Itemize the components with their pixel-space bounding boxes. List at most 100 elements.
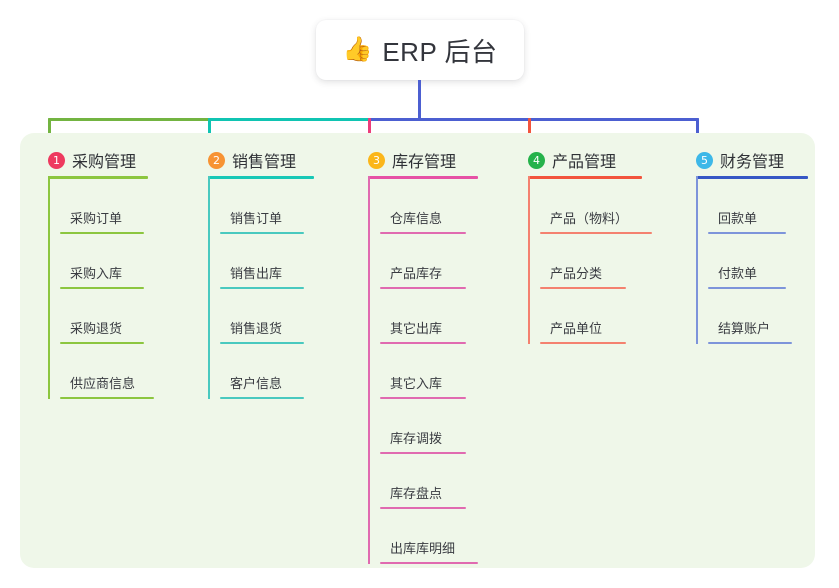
leaf-rule xyxy=(220,342,304,344)
leaf-node[interactable]: 付款单 xyxy=(708,253,796,289)
leaf-node[interactable]: 采购订单 xyxy=(60,198,154,234)
leaf-node[interactable]: 产品分类 xyxy=(540,253,636,289)
leaf-label: 结算账户 xyxy=(718,321,771,336)
leaf-node[interactable]: 销售订单 xyxy=(220,198,314,234)
leaf-node[interactable]: 产品单位 xyxy=(540,308,636,344)
leaf-label: 其它出库 xyxy=(390,321,443,336)
leaf-label: 仓库信息 xyxy=(390,211,443,226)
branch-number-badge: 4 xyxy=(528,151,545,169)
root-node[interactable]: 👍 ERP 后台 xyxy=(316,20,524,80)
bus-segment-4 xyxy=(528,118,699,121)
leaf-node[interactable]: 其它出库 xyxy=(380,308,476,344)
leaf-label: 出库库明细 xyxy=(390,541,456,556)
leaf-label: 销售订单 xyxy=(230,211,283,226)
thumbs-up-icon: 👍 xyxy=(342,36,373,63)
branch-drop-line-1 xyxy=(48,118,51,144)
leaf-node[interactable]: 结算账户 xyxy=(708,308,802,344)
branch-header-rule xyxy=(368,176,478,179)
leaf-label: 付款单 xyxy=(718,266,758,281)
leaf-node[interactable]: 产品（物料） xyxy=(540,198,662,234)
branch-title: 财务管理 xyxy=(720,154,785,171)
branches-panel xyxy=(20,133,815,568)
bus-segment-2 xyxy=(208,118,371,121)
branch-number-badge: 5 xyxy=(696,151,713,169)
branch-title: 销售管理 xyxy=(232,154,297,171)
root-node-title: ERP 后台 xyxy=(382,36,498,67)
branch-spine-line xyxy=(368,176,370,564)
branch-spine-line xyxy=(528,176,530,344)
branch-header-rule xyxy=(48,176,148,179)
leaf-node[interactable]: 仓库信息 xyxy=(380,198,476,234)
branch-number-badge: 3 xyxy=(368,151,385,169)
branch-spine-line xyxy=(48,176,50,399)
branch-header-rule xyxy=(208,176,314,179)
leaf-node[interactable]: 供应商信息 xyxy=(60,363,164,399)
leaf-rule xyxy=(220,232,304,234)
leaf-node[interactable]: 采购入库 xyxy=(60,253,154,289)
branch-column-5: 5 财务管理回款单付款单结算账户 xyxy=(696,0,839,435)
leaf-rule xyxy=(540,287,626,289)
leaf-rule xyxy=(708,232,786,234)
leaf-rule xyxy=(708,342,792,344)
leaf-node[interactable]: 回款单 xyxy=(708,198,796,234)
leaf-label: 库存盘点 xyxy=(390,486,443,501)
leaf-rule xyxy=(380,452,466,454)
leaf-rule xyxy=(540,342,626,344)
bus-segment-1 xyxy=(48,118,211,121)
leaf-node[interactable]: 销售出库 xyxy=(220,253,314,289)
branch-spine-line xyxy=(208,176,210,399)
leaf-rule xyxy=(380,507,466,509)
root-node-inner: 👍 ERP 后台 xyxy=(342,32,497,69)
branch-number-badge: 1 xyxy=(48,151,65,169)
leaf-node[interactable]: 客户信息 xyxy=(220,363,314,399)
leaf-rule xyxy=(220,397,304,399)
leaf-rule xyxy=(540,232,652,234)
leaf-label: 其它入库 xyxy=(390,376,443,391)
branch-drop-line-4 xyxy=(528,118,531,144)
branch-drop-line-2 xyxy=(208,118,211,144)
leaf-label: 产品库存 xyxy=(390,266,443,281)
leaf-rule xyxy=(380,342,466,344)
leaf-rule xyxy=(60,397,154,399)
branch-drop-line-3 xyxy=(368,118,371,144)
leaf-rule xyxy=(60,232,144,234)
leaf-node[interactable]: 库存调拨 xyxy=(380,418,476,454)
branch-title: 产品管理 xyxy=(552,154,617,171)
branch-header-1[interactable]: 1 采购管理 xyxy=(48,148,136,172)
leaf-node[interactable]: 采购退货 xyxy=(60,308,154,344)
leaf-label: 产品单位 xyxy=(550,321,603,336)
leaf-label: 产品分类 xyxy=(550,266,603,281)
leaf-node[interactable]: 出库库明细 xyxy=(380,528,488,564)
leaf-rule xyxy=(380,287,466,289)
leaf-label: 回款单 xyxy=(718,211,758,226)
branch-spine-line xyxy=(696,176,698,344)
leaf-node[interactable]: 销售退货 xyxy=(220,308,314,344)
leaf-label: 库存调拨 xyxy=(390,431,443,446)
leaf-rule xyxy=(60,287,144,289)
root-stem-line xyxy=(418,80,421,121)
leaf-label: 采购入库 xyxy=(70,266,123,281)
branch-header-4[interactable]: 4 产品管理 xyxy=(528,148,616,172)
leaf-label: 客户信息 xyxy=(230,376,283,391)
branch-header-5[interactable]: 5 财务管理 xyxy=(696,148,784,172)
leaf-node[interactable]: 其它入库 xyxy=(380,363,476,399)
leaf-rule xyxy=(220,287,304,289)
leaf-node[interactable]: 库存盘点 xyxy=(380,473,476,509)
leaf-label: 销售退货 xyxy=(230,321,283,336)
bus-segment-3 xyxy=(368,118,531,121)
branch-column-1: 1 采购管理采购订单采购入库采购退货供应商信息 xyxy=(48,0,198,435)
leaf-rule xyxy=(380,562,478,564)
leaf-label: 销售出库 xyxy=(230,266,283,281)
leaf-label: 采购订单 xyxy=(70,211,123,226)
leaf-label: 采购退货 xyxy=(70,321,123,336)
branch-title: 采购管理 xyxy=(72,154,137,171)
branch-column-4: 4 产品管理产品（物料） 产品分类产品单位 xyxy=(528,0,678,435)
leaf-rule xyxy=(708,287,786,289)
leaf-rule xyxy=(380,232,466,234)
leaf-node[interactable]: 产品库存 xyxy=(380,253,476,289)
